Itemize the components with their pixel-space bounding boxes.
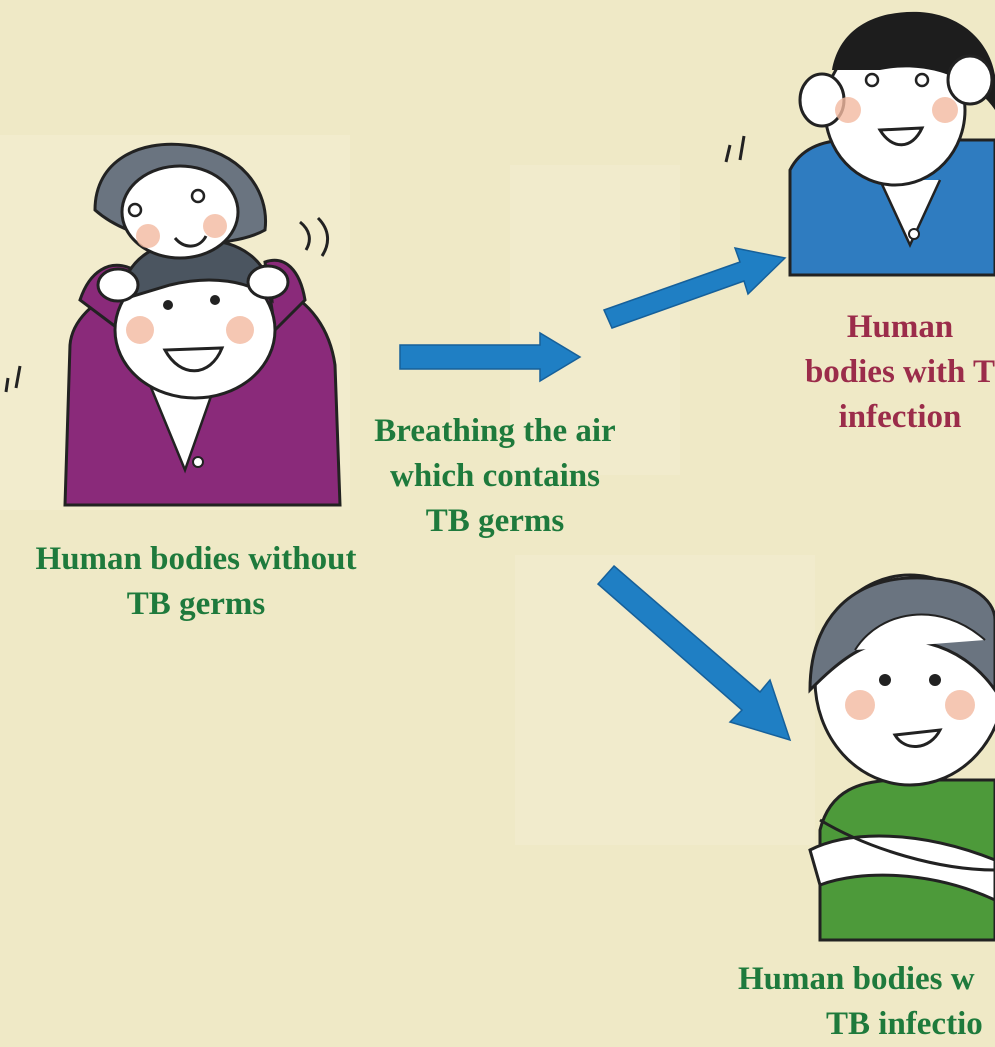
boy-green-shirt-figure [810,575,995,940]
man-blue-shirt-figure [726,12,995,275]
label-without-germs-line2: TB germs [0,582,392,627]
label-without-infection-line1: Human bodies w [738,957,995,1002]
label-without-infection: Human bodies w TB infectio [738,957,995,1047]
label-with-infection-line2: bodies with T [760,350,995,395]
label-without-germs-line1: Human bodies without [0,537,392,582]
label-breathing-line1: Breathing the air [345,409,645,454]
label-breathing: Breathing the air which contains TB germ… [345,409,645,544]
label-without-infection-line2: TB infectio [738,1002,995,1047]
label-with-infection-line3: infection [760,395,995,440]
right-arrow [400,333,580,381]
label-with-infection: Human bodies with T infection [760,305,995,440]
label-with-infection-line1: Human [760,305,995,350]
label-without-germs: Human bodies without TB germs [0,537,392,627]
label-breathing-line3: TB germs [345,499,645,544]
label-breathing-line2: which contains [345,454,645,499]
